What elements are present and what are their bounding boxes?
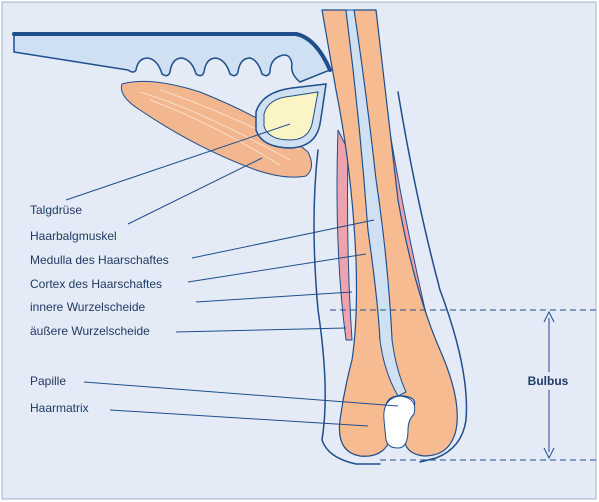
- label-talgdruese: Talgdrüse: [30, 203, 82, 217]
- label-haarbalgmuskel: Haarbalgmuskel: [30, 229, 117, 243]
- label-innere-wurzelscheide: innere Wurzelscheide: [30, 300, 145, 314]
- label-haarmatrix: Haarmatrix: [30, 401, 89, 415]
- bulbus-label: Bulbus: [528, 374, 569, 388]
- label-medulla: Medulla des Haarschaftes: [30, 253, 169, 267]
- label-papille: Papille: [30, 374, 66, 388]
- label-cortex: Cortex des Haarschaftes: [30, 277, 162, 291]
- label-aeussere-wurzelscheide: äußere Wurzelscheide: [30, 324, 150, 338]
